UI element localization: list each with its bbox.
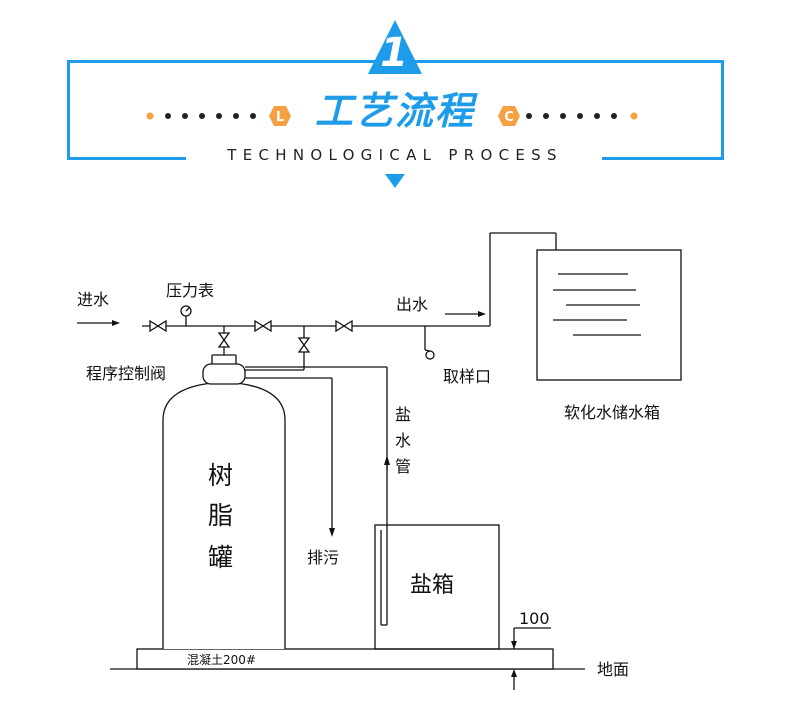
hexagon-badge-right-label: C [504, 110, 514, 125]
section-number: 1 [380, 30, 408, 76]
dots-decoration-right [526, 112, 638, 120]
label-pressure-gauge: 压力表 [166, 281, 214, 300]
soft-water-storage-tank [536, 249, 682, 381]
label-resin-tank-2: 脂 [208, 501, 233, 530]
label-resin-tank-1: 树 [208, 461, 233, 490]
number-triangle-icon [368, 20, 422, 74]
label-brine-pipe-1: 盐 [395, 405, 411, 424]
label-brine-pipe-3: 管 [395, 457, 411, 476]
valve-outlet [335, 319, 353, 333]
label-sample-port: 取样口 [443, 367, 491, 386]
label-outlet: 出水 [396, 295, 428, 314]
section-header: 1 L 工艺流程 C TECHNOLOGICAL PROCESS [0, 0, 790, 200]
header-frame-gap [186, 150, 602, 160]
label-drain: 排污 [307, 548, 339, 567]
hexagon-badge-left-label: L [276, 110, 284, 125]
valve-inlet [149, 319, 167, 333]
dots-decoration-left [146, 112, 256, 120]
label-brine-box: 盐箱 [410, 573, 454, 598]
section-title-cn: 工艺流程 [314, 89, 475, 133]
down-triangle-icon [385, 174, 405, 188]
label-storage-tank: 软化水储水箱 [564, 403, 660, 422]
valve-vertical-right [297, 337, 311, 353]
valve-vertical-left [217, 332, 231, 348]
label-concrete: 混凝土200# [187, 652, 256, 667]
hexagon-badge-left-icon: L [269, 106, 291, 126]
section-title-en: TECHNOLOGICAL PROCESS [227, 146, 563, 164]
label-inlet: 进水 [77, 290, 109, 309]
hexagon-badge-right-icon: C [498, 106, 520, 126]
program-control-valve [202, 363, 246, 385]
brine-box [374, 524, 500, 650]
label-brine-pipe-2: 水 [395, 431, 411, 450]
concrete-base [136, 648, 554, 670]
label-ground: 地面 [597, 660, 629, 679]
valve-mid [254, 319, 272, 333]
label-dimension-100: 100 [519, 609, 550, 628]
label-resin-tank-3: 罐 [208, 543, 233, 572]
label-program-valve: 程序控制阀 [86, 364, 166, 383]
sample-port-icon [425, 350, 435, 360]
